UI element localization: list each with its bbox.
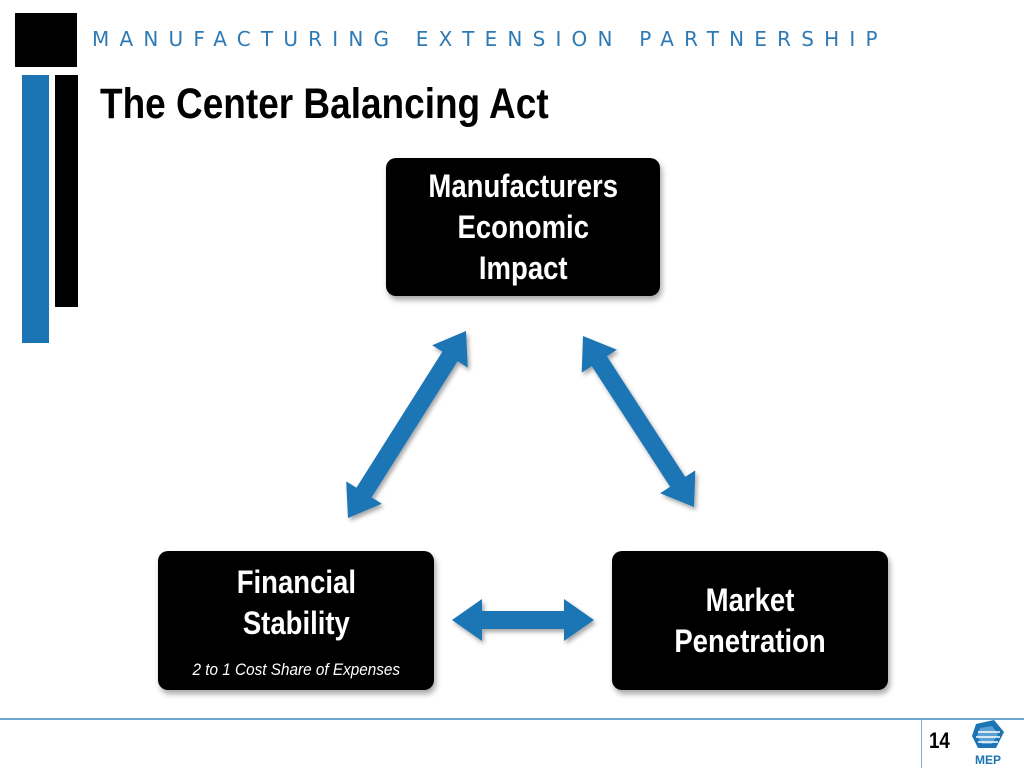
page-number: 14 [929, 728, 950, 753]
node-financial-stability: Financial Stability 2 to 1 Cost Share of… [158, 551, 434, 690]
svg-text:MEP: MEP [975, 753, 1001, 767]
footer-divider [921, 720, 922, 768]
arrow-left-right [452, 599, 594, 641]
node-market-penetration: Market Penetration [612, 551, 888, 690]
node-label: Manufacturers Economic Impact [428, 167, 618, 286]
arrow-top-right [581, 336, 696, 507]
brand-bar-black [55, 75, 78, 307]
brand-bar-blue [22, 75, 49, 343]
slide-title: The Center Balancing Act [100, 80, 549, 128]
node-label: Financial Stability [236, 563, 356, 641]
node-manufacturers-economic-impact: Manufacturers Economic Impact [386, 158, 660, 296]
footer-rule [0, 718, 1024, 720]
node-note: 2 to 1 Cost Share of Expenses [192, 659, 400, 679]
arrow-top-left [346, 331, 468, 518]
organization-header: MANUFACTURING EXTENSION PARTNERSHIP [92, 27, 888, 51]
brand-square [15, 13, 77, 67]
mep-logo: MEP [972, 720, 1004, 767]
node-label: Market Penetration [674, 581, 826, 659]
